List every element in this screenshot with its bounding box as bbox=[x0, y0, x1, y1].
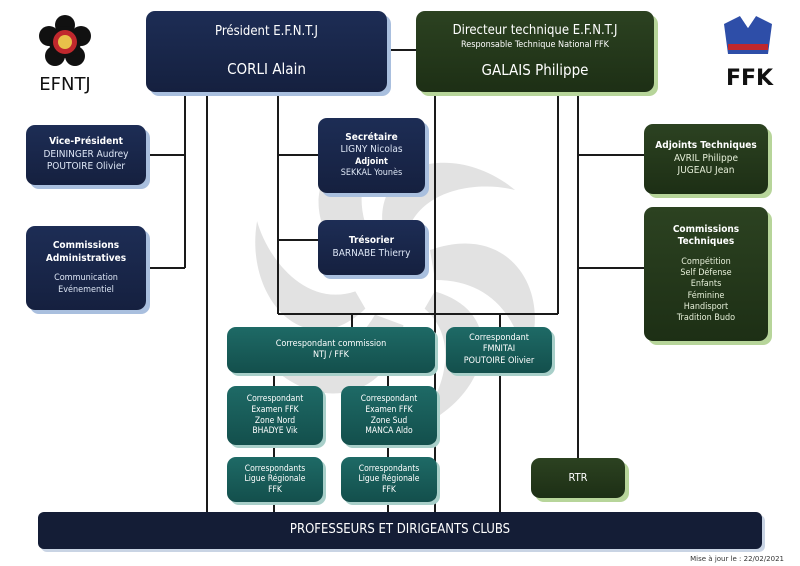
commissions-admin-item: Communication bbox=[54, 273, 118, 284]
correspondant-zone-nord-line: Correspondant bbox=[246, 394, 304, 405]
president-box: Président E.F.N.T.J CORLI Alain bbox=[146, 11, 387, 92]
correspondant-ntj-line: Correspondant commission bbox=[275, 338, 387, 349]
efntj-logo-text: EFNTJ bbox=[39, 74, 91, 95]
ligue-regionale-line: Correspondants bbox=[358, 463, 420, 474]
adjoints-techniques-title: Adjoints Techniques bbox=[655, 140, 757, 152]
secretaire-title: Secrétaire bbox=[345, 131, 398, 143]
commissions-techniques-item: Handisport bbox=[683, 301, 729, 312]
commissions-admin-title: Commissions bbox=[52, 240, 120, 252]
correspondant-zone-nord-line: Zone Nord bbox=[254, 415, 296, 426]
commissions-techniques-title: Commissions bbox=[672, 223, 740, 235]
rtr-label: RTR bbox=[568, 471, 588, 485]
update-note: Mise à jour le : 22/02/2021 bbox=[690, 555, 784, 563]
correspondant-ntj-box: Correspondant commission NTJ / FFK bbox=[227, 327, 435, 373]
ligue-regionale-box: Correspondants Ligue Régionale FFK bbox=[341, 457, 437, 502]
ligue-regionale-line: Correspondants bbox=[244, 463, 306, 474]
correspondant-zone-nord-line: Examen FFK bbox=[251, 404, 299, 415]
efntj-emblem-icon bbox=[39, 15, 91, 66]
ffk-logo-text: FFK bbox=[726, 66, 774, 91]
ligue-regionale-box: Correspondants Ligue Régionale FFK bbox=[227, 457, 323, 502]
rtr-box: RTR bbox=[531, 458, 625, 498]
president-name: CORLI Alain bbox=[227, 60, 306, 79]
ligue-regionale-line: FFK bbox=[382, 484, 396, 495]
tresorier-box: Trésorier BARNABE Thierry bbox=[318, 220, 425, 275]
adjoints-techniques-name: JUGEAU Jean bbox=[677, 165, 735, 177]
adjoints-techniques-name: AVRIL Philippe bbox=[673, 152, 739, 164]
correspondant-zone-sud-name: MANCA Aldo bbox=[365, 426, 413, 437]
adjoints-techniques-box: Adjoints Techniques AVRIL Philippe JUGEA… bbox=[644, 124, 768, 194]
commissions-techniques-item: Féminine bbox=[687, 290, 725, 301]
commissions-techniques-title: Techniques bbox=[677, 236, 735, 248]
secretaire-box: Secrétaire LIGNY Nicolas Adjoint SEKKAL … bbox=[318, 118, 425, 193]
ligue-regionale-line: FFK bbox=[268, 484, 282, 495]
secretaire-adjoint-label: Adjoint bbox=[355, 156, 388, 167]
correspondant-zone-sud-box: Correspondant Examen FFK Zone Sud MANCA … bbox=[341, 386, 437, 445]
commissions-techniques-item: Enfants bbox=[690, 279, 722, 290]
commissions-admin-box: Commissions Administratives Communicatio… bbox=[26, 226, 146, 310]
commissions-techniques-box: Commissions Techniques Compétition Self … bbox=[644, 207, 768, 341]
ffk-logo: FFK bbox=[718, 14, 788, 94]
secretaire-name: LIGNY Nicolas bbox=[340, 144, 403, 156]
ffk-kimono-icon bbox=[724, 16, 772, 54]
commissions-admin-title: Administratives bbox=[45, 252, 127, 264]
professeurs-dirigeants-label: PROFESSEURS ET DIRIGEANTS CLUBS bbox=[289, 522, 511, 538]
correspondant-ntj-line: NTJ / FFK bbox=[313, 350, 349, 360]
correspondant-fmnitai-line: Correspondant bbox=[469, 333, 529, 344]
secretaire-adjoint-name: SEKKAL Younès bbox=[340, 168, 403, 178]
vice-president-name: POUTOIRE Olivier bbox=[46, 161, 126, 173]
directeur-subtitle: Responsable Technique National FFK bbox=[461, 39, 609, 50]
correspondant-fmnitai-line: FMNITAI bbox=[482, 344, 516, 355]
tresorier-title: Trésorier bbox=[348, 235, 395, 246]
commissions-techniques-item: Self Défense bbox=[680, 268, 732, 278]
tresorier-name: BARNABE Thierry bbox=[332, 247, 411, 259]
professeurs-dirigeants-bar: PROFESSEURS ET DIRIGEANTS CLUBS bbox=[38, 512, 762, 549]
commissions-techniques-item: Compétition bbox=[681, 256, 731, 267]
directeur-name: GALAIS Philippe bbox=[481, 60, 589, 79]
correspondant-zone-nord-box: Correspondant Examen FFK Zone Nord BHADY… bbox=[227, 386, 323, 445]
correspondant-zone-sud-line: Zone Sud bbox=[370, 415, 408, 426]
directeur-title: Directeur technique E.F.N.T.J bbox=[452, 23, 618, 39]
ligue-regionale-line: Ligue Régionale bbox=[244, 474, 306, 485]
correspondant-zone-sud-line: Examen FFK bbox=[365, 404, 413, 415]
president-title: Président E.F.N.T.J bbox=[215, 24, 318, 39]
efntj-logo: EFNTJ bbox=[30, 12, 100, 95]
correspondant-fmnitai-name: POUTOIRE Olivier bbox=[463, 355, 535, 366]
vice-president-box: Vice-Président DEININGER Audrey POUTOIRE… bbox=[26, 125, 146, 185]
commissions-admin-item: Evénementiel bbox=[58, 284, 114, 295]
correspondant-zone-sud-line: Correspondant bbox=[360, 394, 418, 405]
directeur-box: Directeur technique E.F.N.T.J Responsabl… bbox=[416, 11, 654, 92]
vice-president-name: DEININGER Audrey bbox=[43, 148, 129, 160]
correspondant-zone-nord-name: BHADYE Vik bbox=[252, 426, 298, 437]
vice-president-title: Vice-Président bbox=[49, 136, 123, 148]
ligue-regionale-line: Ligue Régionale bbox=[358, 474, 420, 485]
correspondant-fmnitai-box: Correspondant FMNITAI POUTOIRE Olivier bbox=[446, 327, 552, 373]
commissions-techniques-item: Tradition Budo bbox=[676, 313, 736, 323]
